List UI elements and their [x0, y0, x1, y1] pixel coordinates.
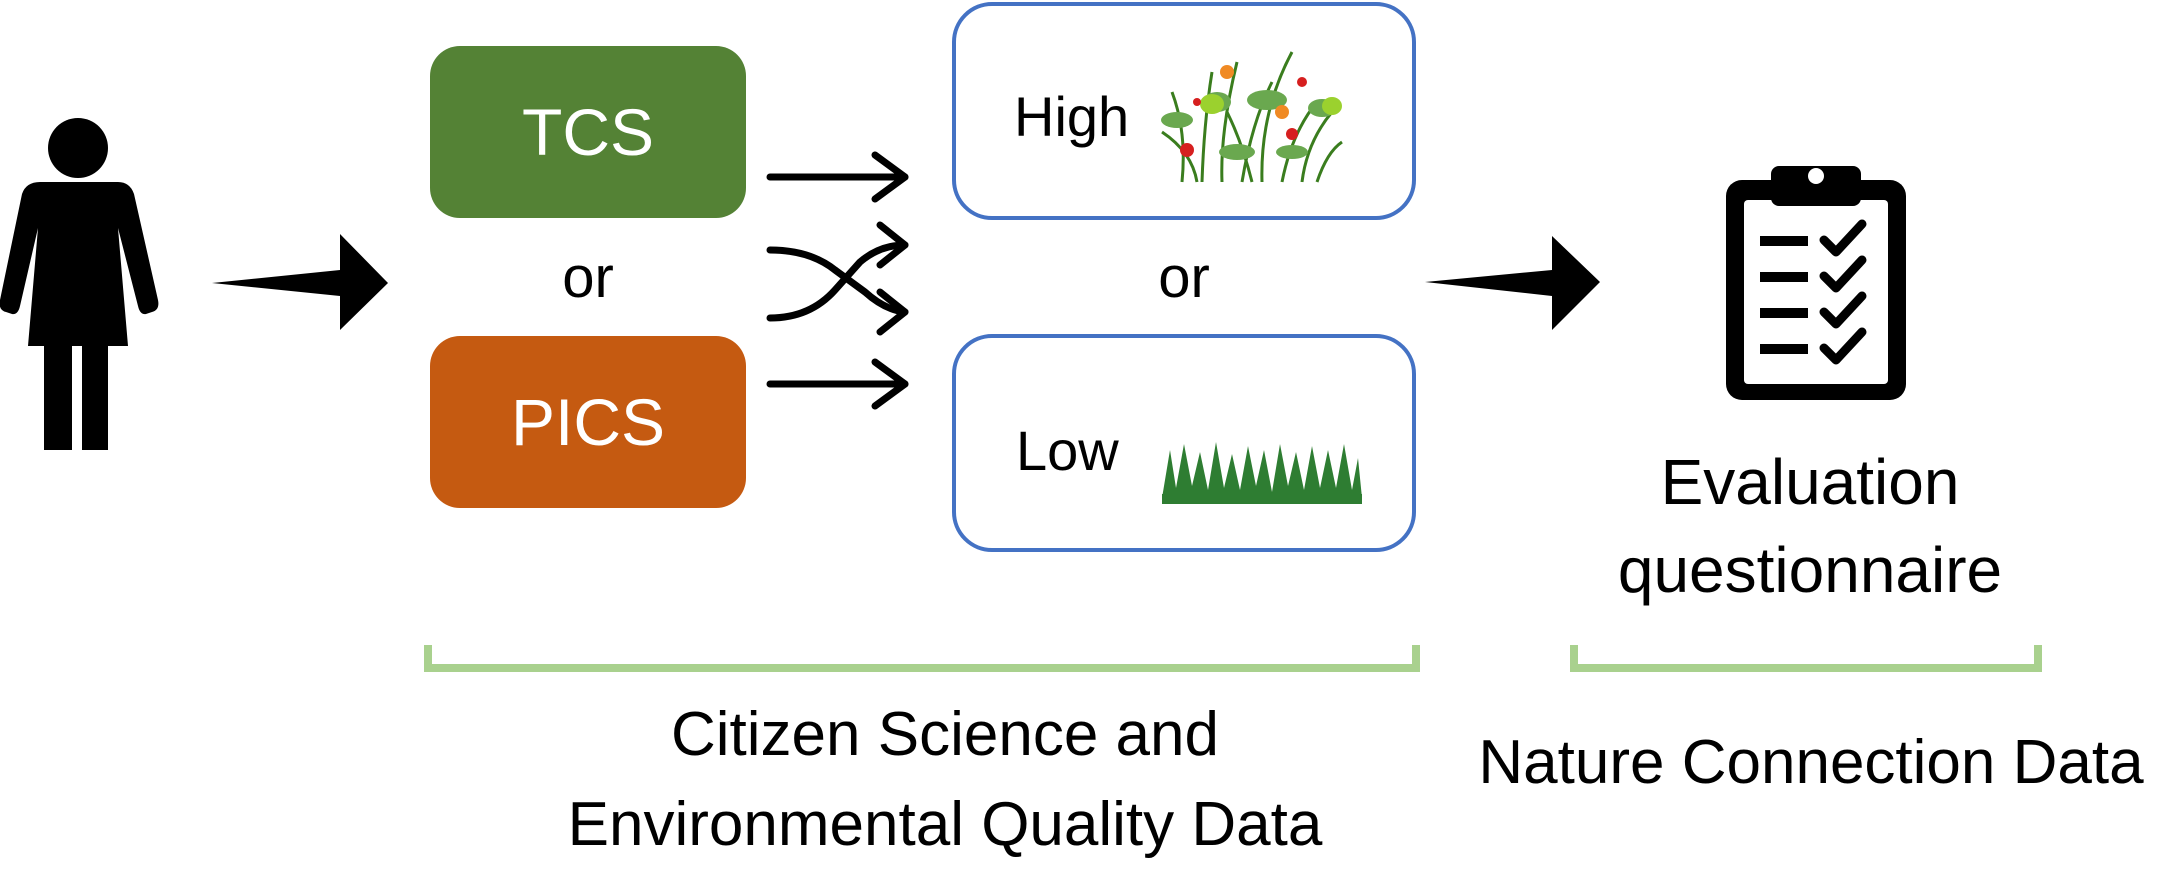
- arrow-pics-low-icon: [766, 358, 909, 410]
- nature-caption: Nature Connection Data: [1478, 728, 2144, 797]
- high-label: High: [1014, 85, 1130, 148]
- citizen-caption-line2: Environmental Quality Data: [567, 790, 1323, 859]
- evaluation-line1: Evaluation: [1660, 446, 1960, 518]
- tcs-box: TCS: [430, 46, 746, 218]
- quality-or-label: or: [1158, 245, 1210, 310]
- pics-label: PICS: [510, 385, 666, 459]
- citizen-caption-line1: Citizen Science and: [671, 700, 1219, 769]
- low-quality-box: Low: [952, 334, 1416, 552]
- mown-grass-icon: [1162, 442, 1362, 504]
- low-label: Low: [1016, 419, 1119, 482]
- evaluation-title: Evaluation questionnaire: [1560, 438, 2060, 614]
- high-quality-box: High: [952, 2, 1416, 220]
- nature-bracket: [1570, 645, 2042, 672]
- arrow-tcs-high-icon: [766, 151, 909, 203]
- method-or-label: or: [562, 245, 614, 310]
- pics-box: PICS: [430, 336, 746, 508]
- citizen-caption: Citizen Science and Environmental Qualit…: [470, 690, 1420, 870]
- clipboard-checklist-icon: [1726, 166, 1906, 400]
- wildflower-meadow-icon: [1161, 51, 1343, 183]
- person-icon: [0, 118, 159, 450]
- crossover-arrows-icon: [766, 221, 909, 336]
- evaluation-line2: questionnaire: [1617, 534, 2003, 606]
- tcs-label: TCS: [522, 95, 654, 169]
- citizen-bracket: [424, 645, 1420, 672]
